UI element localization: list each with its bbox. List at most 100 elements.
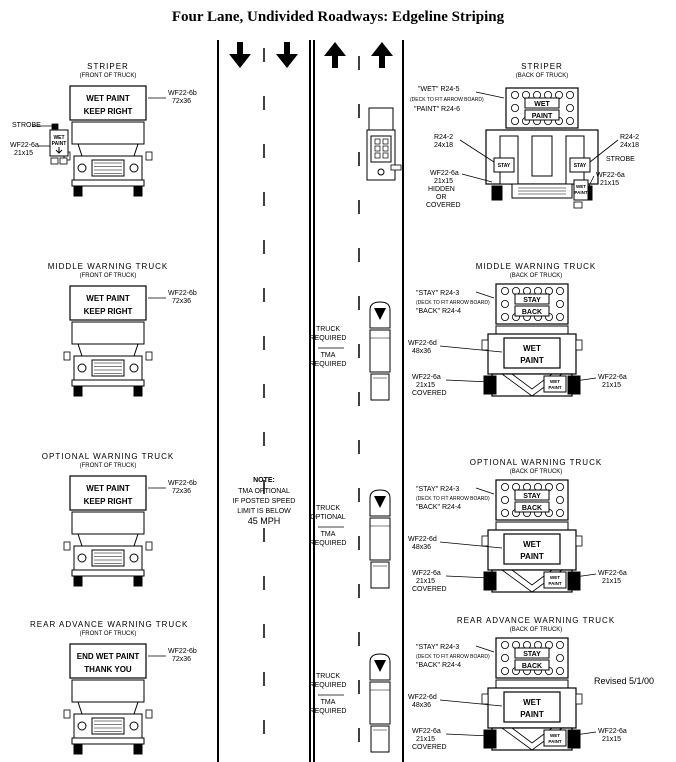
windshield-front [77,143,139,157]
leader-line [475,487,495,495]
right-sign-code: WF22-6a [598,728,627,735]
side-sign-line-1: WET [550,379,560,384]
front-view-title: STRIPER [87,62,129,71]
sign-label-top: "WET" R24-5 [418,86,460,93]
mirror-left [63,351,71,361]
side-sign-line-2: PAINT [574,190,587,195]
stay-panel-right [569,157,591,173]
mirror-left [63,541,71,551]
arrow-up-icon [324,42,346,68]
low-sign-size: 21x15 [416,578,436,585]
low-sign-size: 21x15 [416,382,436,389]
sign-code: WF22-6b [168,648,197,655]
arrow-down-shape [229,42,251,68]
wheel-left [483,571,497,591]
side-sign-panel [49,129,69,157]
strobe-label: STROBE [12,122,41,129]
paint-nozzle [390,164,402,171]
arrow-board-lamp [556,654,565,663]
mid-sign-code: WF22-6d [408,536,437,543]
wet-paint-sign-line-1: WET [523,344,541,353]
mirror-right [575,693,583,705]
note-line: TMA OPTIONAL [238,488,290,495]
arrow-board-top-text: STAY [523,297,541,304]
sign-label-bottom: "PAINT" R24-6 [414,106,461,113]
leader-line [439,699,503,707]
arrow-board-lamp [500,654,509,663]
truck-box-front [71,321,145,345]
wheel-left [483,375,497,395]
mid-sign-size: 48x36 [412,348,432,355]
side-sign-panel [543,729,567,747]
wheel-right [133,743,143,755]
arrow-board-lamp [556,495,565,504]
arrow-board-top-panel [514,647,550,659]
rear-advance-truck-top [369,653,391,753]
striper-top-view [366,107,402,181]
wheel-right [133,575,143,587]
mirror-left [63,709,71,719]
wheel-right [567,571,581,591]
sign-label-top: "STAY" R24-3 [416,290,460,297]
leader-line [589,139,619,163]
side-sign-code: WF22-6a [10,142,39,149]
side-right-size: 21x15 [600,180,620,187]
back-view-subtitle: (BACK OF TRUCK) [515,73,569,79]
arrow-board-lamp [510,117,519,126]
sign-size: 72x36 [172,656,192,663]
headlight-right [129,363,139,373]
sign-label-top: "STAY" R24-3 [416,486,460,493]
mid-sign-size: 48x36 [412,702,432,709]
arrow-board-top-text: WET [534,101,550,108]
grille-icon [91,549,125,567]
bumper [71,737,145,745]
message-board [69,475,147,511]
headlight-left [77,163,87,173]
stay-panel-left [493,157,515,173]
arrow-board-lamp [500,482,509,491]
tma-attenuator [370,725,390,753]
mirror-right [145,541,153,551]
arrow-board-lamp [500,508,509,517]
leader-line [445,575,491,579]
sign-code: WF22-6b [168,90,197,97]
arrow-up-icon [371,42,393,68]
leader-line [445,379,491,383]
headlight-right [129,721,139,731]
arrow-board-top-text: STAY [523,493,541,500]
leader-line [567,731,597,737]
windshield-front [77,701,139,715]
wet-paint-sign [503,533,561,565]
wheel-right [133,185,143,197]
rear-window [531,135,553,177]
front-view-title: MIDDLE WARNING TRUCK [47,262,169,271]
wet-paint-sign-line-1: WET [523,540,541,549]
message-board [69,643,147,679]
tma-attenuator [370,373,390,401]
right-sign-code: WF22-6a [598,374,627,381]
arrow-board-bottom-panel [514,305,550,317]
right-sign-size: 21x15 [602,736,622,743]
right-sign-code: R24-2 [620,134,640,141]
lamp-left [50,157,59,165]
page-title: Four Lane, Undivided Roadways: Edgeline … [171,9,505,25]
leader-line [461,173,493,183]
leader-line [587,175,595,189]
road-label-tma-status: REQUIRED [309,540,347,547]
message-board-line-2: KEEP RIGHT [84,107,133,116]
arrow-board-top-panel [514,489,550,501]
headlight-left [77,721,87,731]
front-view-subtitle: (FRONT OF TRUCK) [79,273,137,279]
mirror-left [481,339,489,351]
control-knob [374,138,381,145]
arrow-board-lamp [556,312,565,321]
grille-icon [91,159,125,177]
side-sign-panel [543,571,567,589]
wheel-left [483,729,497,749]
left-sign-code: R24-2 [434,134,454,141]
message-board [69,85,147,121]
message-board-line-1: WET PAINT [86,484,130,493]
body-top [495,521,569,531]
